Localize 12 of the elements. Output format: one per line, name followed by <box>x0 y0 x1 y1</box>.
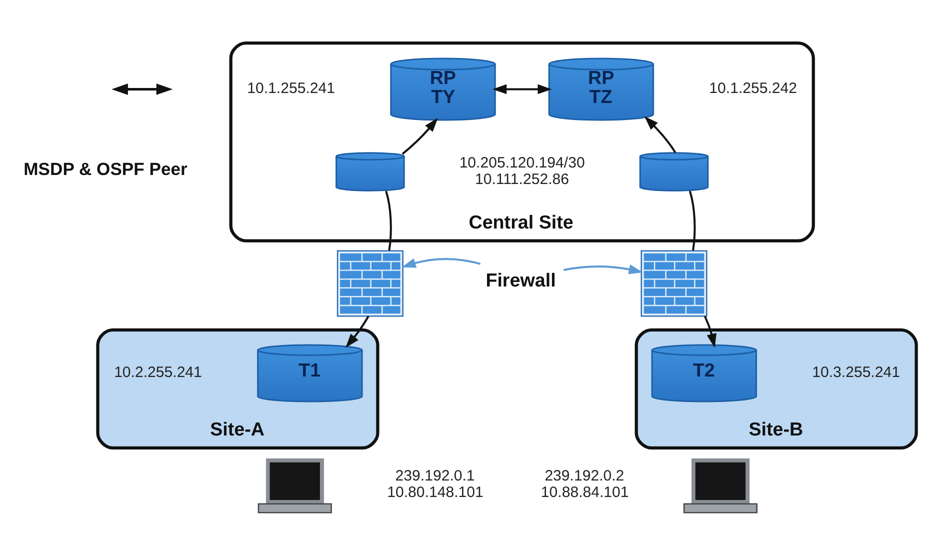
node-label: 10.2.255.241 <box>114 364 202 381</box>
node-label: 10.111.252.86 <box>475 170 570 188</box>
node-text: Firewall <box>486 269 556 290</box>
node-label: 10.1.255.242 <box>709 80 798 97</box>
node-label: 239.192.0.1 <box>395 467 475 484</box>
node-label: 10.88.84.101 <box>540 484 629 501</box>
node-label: 10.1.255.241 <box>247 80 336 97</box>
node-label: 10.80.148.101 <box>387 484 484 501</box>
node-label: 10.3.255.241 <box>812 364 900 381</box>
node-label: 10.205.120.194/30 <box>459 154 585 171</box>
legend-label: MSDP & OSPF Peer <box>24 158 188 179</box>
node-label: 239.192.0.2 <box>544 467 624 484</box>
